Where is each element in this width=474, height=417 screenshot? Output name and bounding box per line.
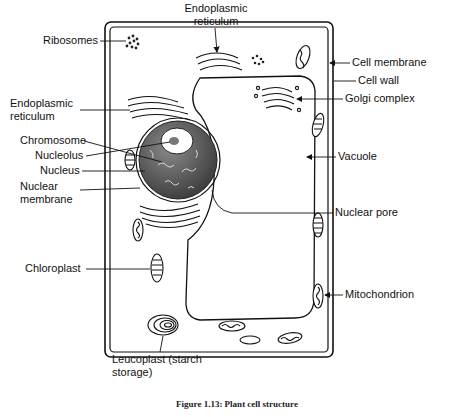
leucoplast <box>148 315 178 335</box>
part-label: Chloroplast <box>25 262 81 275</box>
part-label: Nucleolus <box>35 149 83 162</box>
part-label: Cell membrane <box>352 56 427 69</box>
part-label: Endoplasmic reticulum <box>180 2 252 28</box>
part-label: Golgi complex <box>345 92 415 105</box>
cell-wall <box>105 22 333 357</box>
endoplasmic-reticulum <box>196 53 242 70</box>
part-label: Nuclear membrane <box>20 180 80 206</box>
part-label: Ribosomes <box>40 34 98 47</box>
golgi-complex <box>254 86 300 111</box>
part-label: Nucleus <box>40 164 80 177</box>
chromosome <box>150 150 198 188</box>
cell-membrane <box>110 27 328 352</box>
chloroplast <box>125 112 326 344</box>
part-label: Nuclear pore <box>335 206 398 219</box>
figure-caption: Figure 1.13: Plant cell structure <box>0 399 474 409</box>
nucleus <box>136 118 220 202</box>
ribosomes <box>126 35 265 66</box>
mitochondrion <box>133 44 323 345</box>
part-label: Endoplasmic reticulum <box>10 97 82 123</box>
vacuole <box>186 76 315 320</box>
leader-lines <box>80 28 356 352</box>
part-label: Leucoplast (starch storage) <box>112 353 202 379</box>
part-label: Chromosome <box>20 134 86 147</box>
part-label: Cell wall <box>358 74 399 87</box>
part-label: Mitochondrion <box>345 288 414 301</box>
part-label: Vacuole <box>338 150 377 163</box>
